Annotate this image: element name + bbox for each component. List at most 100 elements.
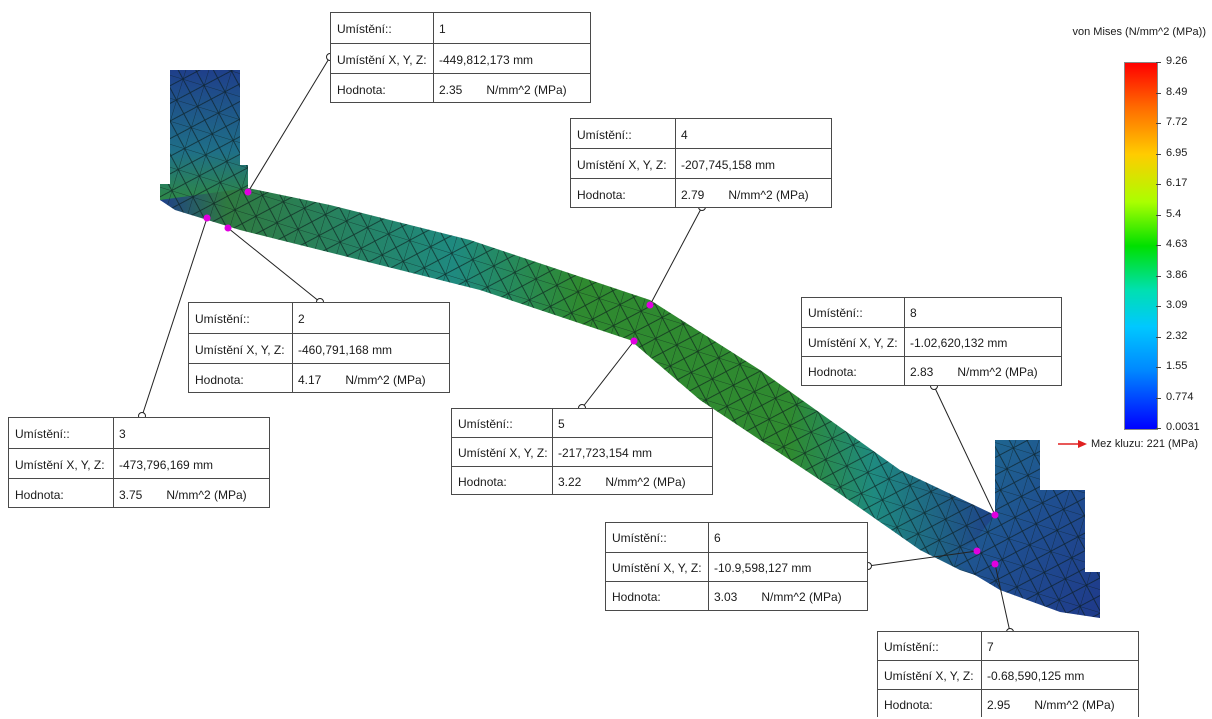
probe-unit: N/mm^2 (MPa)	[761, 590, 842, 604]
legend-tick-mark	[1156, 92, 1161, 94]
shaft-body	[160, 188, 1000, 580]
yield-strength-indicator: Mez kluzu: 221 (MPa)	[1058, 438, 1198, 450]
probe-number: 4	[681, 127, 688, 142]
probe-point-4	[646, 301, 654, 309]
leader-line-4	[649, 206, 703, 306]
probe-points	[203, 188, 999, 568]
legend-tick-label: 0.774	[1166, 390, 1194, 403]
legend-tick-mark	[1156, 275, 1161, 277]
probe-value: 2.95	[987, 697, 1011, 712]
probe-value-label: Hodnota:	[195, 372, 244, 387]
probe-box-5[interactable]: Umístění::5 Umístění X, Y, Z:-217,723,15…	[451, 408, 713, 495]
probe-value-label: Hodnota:	[884, 697, 933, 712]
probe-coords-label: Umístění X, Y, Z:	[458, 445, 548, 460]
probe-value: 4.17	[298, 372, 322, 387]
right-flange	[950, 440, 1100, 618]
leader-line-2	[227, 227, 321, 303]
legend-tick-mark	[1156, 336, 1161, 338]
probe-coords: -1.02,620,132 mm	[910, 336, 1008, 350]
probe-point-5	[630, 337, 638, 345]
probe-number: 2	[298, 311, 305, 326]
probe-location-label: Umístění::	[337, 21, 392, 36]
probe-number: 5	[558, 416, 565, 431]
probe-point-6	[973, 547, 981, 555]
probe-box-7[interactable]: Umístění::7 Umístění X, Y, Z:-0.68,590,1…	[877, 631, 1139, 717]
probe-value: 3.03	[714, 590, 738, 604]
legend-tick-label: 4.63	[1166, 238, 1188, 250]
probe-value-label: Hodnota:	[458, 474, 507, 489]
probe-coords-label: Umístění X, Y, Z:	[612, 561, 702, 575]
probe-coords: -460,791,168 mm	[298, 342, 393, 357]
leader-line-1	[247, 56, 331, 193]
legend-tick-mark	[1156, 62, 1161, 63]
probe-unit: N/mm^2 (MPa)	[345, 372, 426, 387]
leader-line-6	[867, 550, 978, 567]
probe-box-1[interactable]: Umístění::1 Umístění X, Y, Z:-449,812,17…	[330, 12, 591, 103]
probe-location-label: Umístění::	[577, 127, 632, 142]
probe-location-label: Umístění::	[195, 311, 250, 326]
legend-tick-mark	[1156, 306, 1161, 307]
probe-number: 6	[714, 530, 721, 545]
probe-value-label: Hodnota:	[15, 487, 64, 502]
probe-coords: -449,812,173 mm	[439, 52, 534, 67]
probe-coords-label: Umístění X, Y, Z:	[884, 668, 974, 683]
probe-value-label: Hodnota:	[577, 187, 626, 202]
leader-lines	[141, 56, 1011, 633]
probe-value: 2.79	[681, 187, 705, 202]
probe-unit: N/mm^2 (MPa)	[166, 487, 247, 502]
legend-tick-mark	[1156, 153, 1161, 155]
legend-tick-mark	[1156, 397, 1161, 399]
color-scale-bar[interactable]	[1124, 62, 1158, 430]
probe-value-label: Hodnota:	[612, 590, 661, 604]
probe-box-4[interactable]: Umístění::4 Umístění X, Y, Z:-207,745,15…	[570, 118, 832, 208]
probe-location-label: Umístění::	[612, 530, 667, 545]
probe-coords-label: Umístění X, Y, Z:	[808, 336, 898, 350]
legend-tick-label: 0.0031	[1166, 421, 1200, 433]
probe-value: 2.83	[910, 365, 934, 379]
legend-tick-label: 2.32	[1166, 329, 1188, 342]
probe-box-3[interactable]: Umístění::3 Umístění X, Y, Z:-473,796,16…	[8, 417, 270, 508]
legend-tick-label: 9.26	[1166, 55, 1188, 67]
legend-title: von Mises (N/mm^2 (MPa))	[1072, 26, 1206, 38]
probe-coords-label: Umístění X, Y, Z:	[577, 157, 667, 172]
legend-tick-mark	[1156, 428, 1161, 429]
probe-coords: -0.68,590,125 mm	[987, 668, 1085, 683]
probe-location-label: Umístění::	[15, 426, 70, 441]
probe-coords-label: Umístění X, Y, Z:	[195, 342, 285, 357]
probe-coords: -473,796,169 mm	[119, 457, 214, 472]
legend-tick-label: 6.17	[1166, 177, 1188, 189]
probe-box-2[interactable]: Umístění::2 Umístění X, Y, Z: -460,791,16…	[188, 302, 450, 393]
leader-line-8	[933, 385, 996, 516]
left-flange	[160, 70, 258, 205]
legend-tick-mark	[1156, 214, 1161, 216]
legend-tick-label: 7.72	[1166, 116, 1188, 128]
legend-tick-mark	[1156, 367, 1161, 368]
probe-coords: -10.9,598,127 mm	[714, 561, 812, 575]
probe-point-2	[224, 224, 232, 232]
probe-unit: N/mm^2 (MPa)	[486, 82, 567, 97]
leader-line-3	[141, 217, 208, 417]
probe-unit: N/mm^2 (MPa)	[728, 187, 809, 202]
legend-tick-label: 3.86	[1166, 268, 1188, 281]
probe-value: 3.75	[119, 487, 143, 502]
probe-unit: N/mm^2 (MPa)	[957, 365, 1038, 379]
probe-value-label: Hodnota:	[808, 365, 857, 379]
probe-box-6[interactable]: Umístění::6 Umístění X, Y, Z: -10.9,598,1…	[605, 522, 868, 611]
probe-coords: -217,723,154 mm	[558, 445, 653, 460]
probe-coords-label: Umístění X, Y, Z:	[15, 457, 105, 472]
probe-location-label: Umístění::	[808, 305, 863, 320]
legend-tick-label: 8.49	[1166, 85, 1188, 98]
probe-box-8[interactable]: Umístění::8 Umístění X, Y, Z: -1.02,620,1…	[801, 297, 1062, 386]
probe-unit: N/mm^2 (MPa)	[1034, 697, 1115, 712]
legend-tick-mark	[1156, 184, 1161, 185]
legend-tick-label: 5.4	[1166, 207, 1182, 220]
probe-number: 8	[910, 305, 917, 320]
probe-point-8	[991, 511, 999, 519]
red-arrow-icon	[1058, 440, 1087, 448]
legend-tick-label: 3.09	[1166, 299, 1188, 311]
probe-value: 2.35	[439, 82, 463, 97]
probe-value: 3.22	[558, 474, 582, 489]
leader-line-7	[994, 563, 1011, 633]
